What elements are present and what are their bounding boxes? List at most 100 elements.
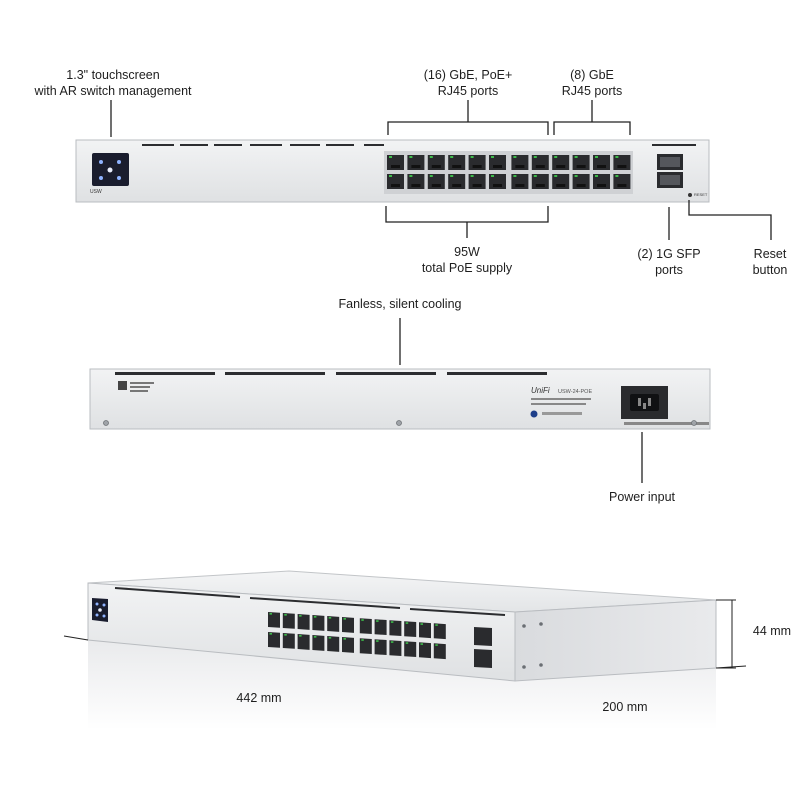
perspective-rj45-port	[297, 634, 310, 650]
front-port-led	[595, 156, 598, 158]
reset-button-label-line1: Reset	[753, 247, 787, 261]
front-rj45-port-latch	[617, 165, 627, 168]
perspective-rj45-port	[433, 643, 446, 660]
sfp-ports-label-line1: (2) 1G SFP	[637, 247, 701, 261]
perspective-rj45-port-block	[268, 612, 446, 660]
front-port-led	[533, 156, 537, 158]
perspective-port-led	[435, 644, 438, 646]
poe-supply-label-line2: total PoE supply	[421, 261, 513, 275]
front-port-led	[513, 175, 517, 177]
perspective-rj45-port	[327, 616, 340, 632]
perspective-sfp-ports	[474, 627, 492, 668]
front-rj45-port-latch	[493, 165, 502, 168]
perspective-port-led	[376, 640, 379, 642]
front-rj45-port-latch	[411, 165, 421, 168]
front-port-led	[513, 156, 517, 158]
front-port-led	[574, 175, 578, 177]
rear-top-vents	[115, 372, 547, 375]
touchscreen-label: 1.3" touchscreen with AR switch manageme…	[28, 67, 198, 99]
floor-reflection	[88, 640, 716, 730]
front-port-led	[470, 156, 474, 158]
perspective-rj45-port	[404, 621, 417, 638]
front-port-led	[554, 156, 558, 158]
front-rj45-port-latch	[535, 165, 545, 168]
rear-view-switch	[89, 368, 711, 430]
poe-ports-label-line1: (16) GbE, PoE+	[423, 68, 513, 82]
front-rj45-port-latch	[493, 184, 502, 187]
poe-ports-label: (16) GbE, PoE+ RJ45 ports	[408, 67, 528, 99]
front-rj45-port-latch	[431, 165, 441, 168]
front-port-surround	[384, 151, 633, 194]
front-annotation-lines	[110, 100, 772, 240]
front-rj45-port-latch	[452, 184, 462, 187]
dimension-lines	[63, 599, 747, 669]
perspective-port-led	[420, 623, 423, 625]
perspective-port-led	[343, 638, 346, 640]
front-rj45-port-latch	[391, 184, 400, 187]
front-rj45-port-latch	[472, 184, 482, 187]
gbe-ports-label-line2: RJ45 ports	[561, 84, 623, 98]
side-mount-holes	[522, 622, 543, 669]
width-dimension-label: 442 mm	[236, 691, 282, 705]
front-port-led	[615, 175, 619, 177]
depth-dimension-label: 200 mm	[602, 700, 648, 714]
perspective-port-led	[284, 614, 287, 616]
sfp-ports-label: (2) 1G SFP ports	[624, 246, 714, 278]
front-port-led	[491, 175, 494, 177]
poe-supply-label: 95W total PoE supply	[407, 244, 527, 276]
rear-power-inlet	[621, 386, 709, 425]
front-rj45-port-latch	[535, 184, 545, 187]
rear-regulatory-label	[530, 398, 591, 418]
perspective-rj45-port	[282, 633, 295, 649]
front-port-led	[450, 175, 454, 177]
perspective-rj45-port	[297, 614, 310, 630]
perspective-port-led	[405, 642, 409, 644]
touchscreen-label-line2: with AR switch management	[34, 84, 192, 98]
perspective-rj45-port	[342, 637, 354, 653]
perspective-rj45-port	[389, 620, 402, 637]
front-port-led	[491, 156, 494, 158]
front-port-led	[450, 156, 454, 158]
perspective-port-led	[313, 636, 317, 638]
touchscreen-label-line1: 1.3" touchscreen	[66, 68, 160, 82]
perspective-rj45-port	[419, 622, 431, 639]
perspective-port-led	[435, 624, 438, 626]
front-rj45-port-latch	[556, 165, 566, 168]
perspective-rj45-port	[419, 642, 431, 659]
front-top-vents	[142, 144, 696, 146]
cooling-label: Fanless, silent cooling	[338, 297, 462, 311]
front-port-led	[615, 156, 619, 158]
front-rj45-port-latch	[431, 184, 441, 187]
perspective-view-switch	[87, 570, 717, 730]
perspective-touchscreen	[92, 598, 108, 622]
perspective-port-led	[313, 616, 317, 618]
front-port-led	[533, 175, 537, 177]
perspective-port-led	[361, 619, 364, 621]
perspective-port-led	[376, 620, 379, 622]
poe-supply-label-line1: 95W	[454, 245, 480, 259]
front-device-badge: USW	[90, 189, 102, 195]
perspective-rj45-port	[268, 632, 280, 648]
front-rj45-port-latch	[391, 165, 400, 168]
front-port-led	[574, 156, 578, 158]
front-rj45-port-latch	[515, 184, 525, 187]
front-rj45-port-latch	[556, 184, 566, 187]
perspective-port-led	[390, 621, 394, 623]
rear-brand-text: UniFi	[531, 386, 550, 395]
power-input-label: Power input	[608, 490, 675, 504]
front-rj45-port-latch	[515, 165, 525, 168]
perspective-rj45-port	[312, 615, 325, 631]
perspective-rj45-port	[327, 636, 340, 652]
sfp-ports-label-line2: ports	[655, 263, 683, 277]
rear-chassis	[89, 368, 711, 430]
front-port-led	[389, 175, 392, 177]
gbe-ports-label-line1: (8) GbE	[570, 68, 614, 82]
front-rj45-port-latch	[617, 184, 627, 187]
rear-annotation-lines	[399, 318, 643, 483]
perspective-rj45-port	[374, 619, 387, 636]
front-reset-text: RESET	[694, 192, 708, 197]
perspective-rj45-port	[282, 613, 295, 629]
front-sfp-ports	[657, 154, 683, 188]
front-rj45-port-latch	[472, 165, 482, 168]
front-port-led	[429, 175, 433, 177]
